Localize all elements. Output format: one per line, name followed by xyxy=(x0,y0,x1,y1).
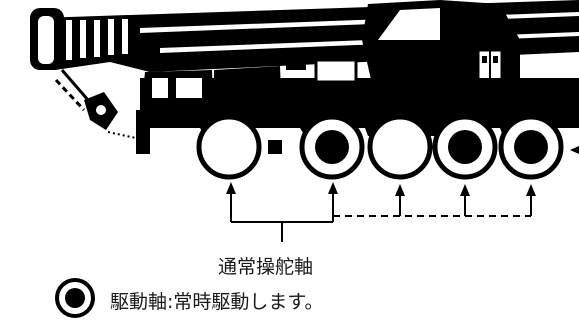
wheel-driven-4 xyxy=(432,114,498,180)
crane-silhouette xyxy=(30,0,579,154)
wheel-steering-1 xyxy=(196,114,262,180)
wheel-driven-2 xyxy=(299,114,365,180)
legend-text: 駆動軸:常時駆動します。 xyxy=(110,291,324,313)
steering-axle-label: 通常操舵軸 xyxy=(218,256,314,278)
wheel-driven-5 xyxy=(498,114,564,180)
filled-ring-icon xyxy=(55,278,95,318)
wheel-steering-3 xyxy=(367,114,433,180)
steering-arrows xyxy=(226,182,536,242)
wheels xyxy=(196,114,564,180)
